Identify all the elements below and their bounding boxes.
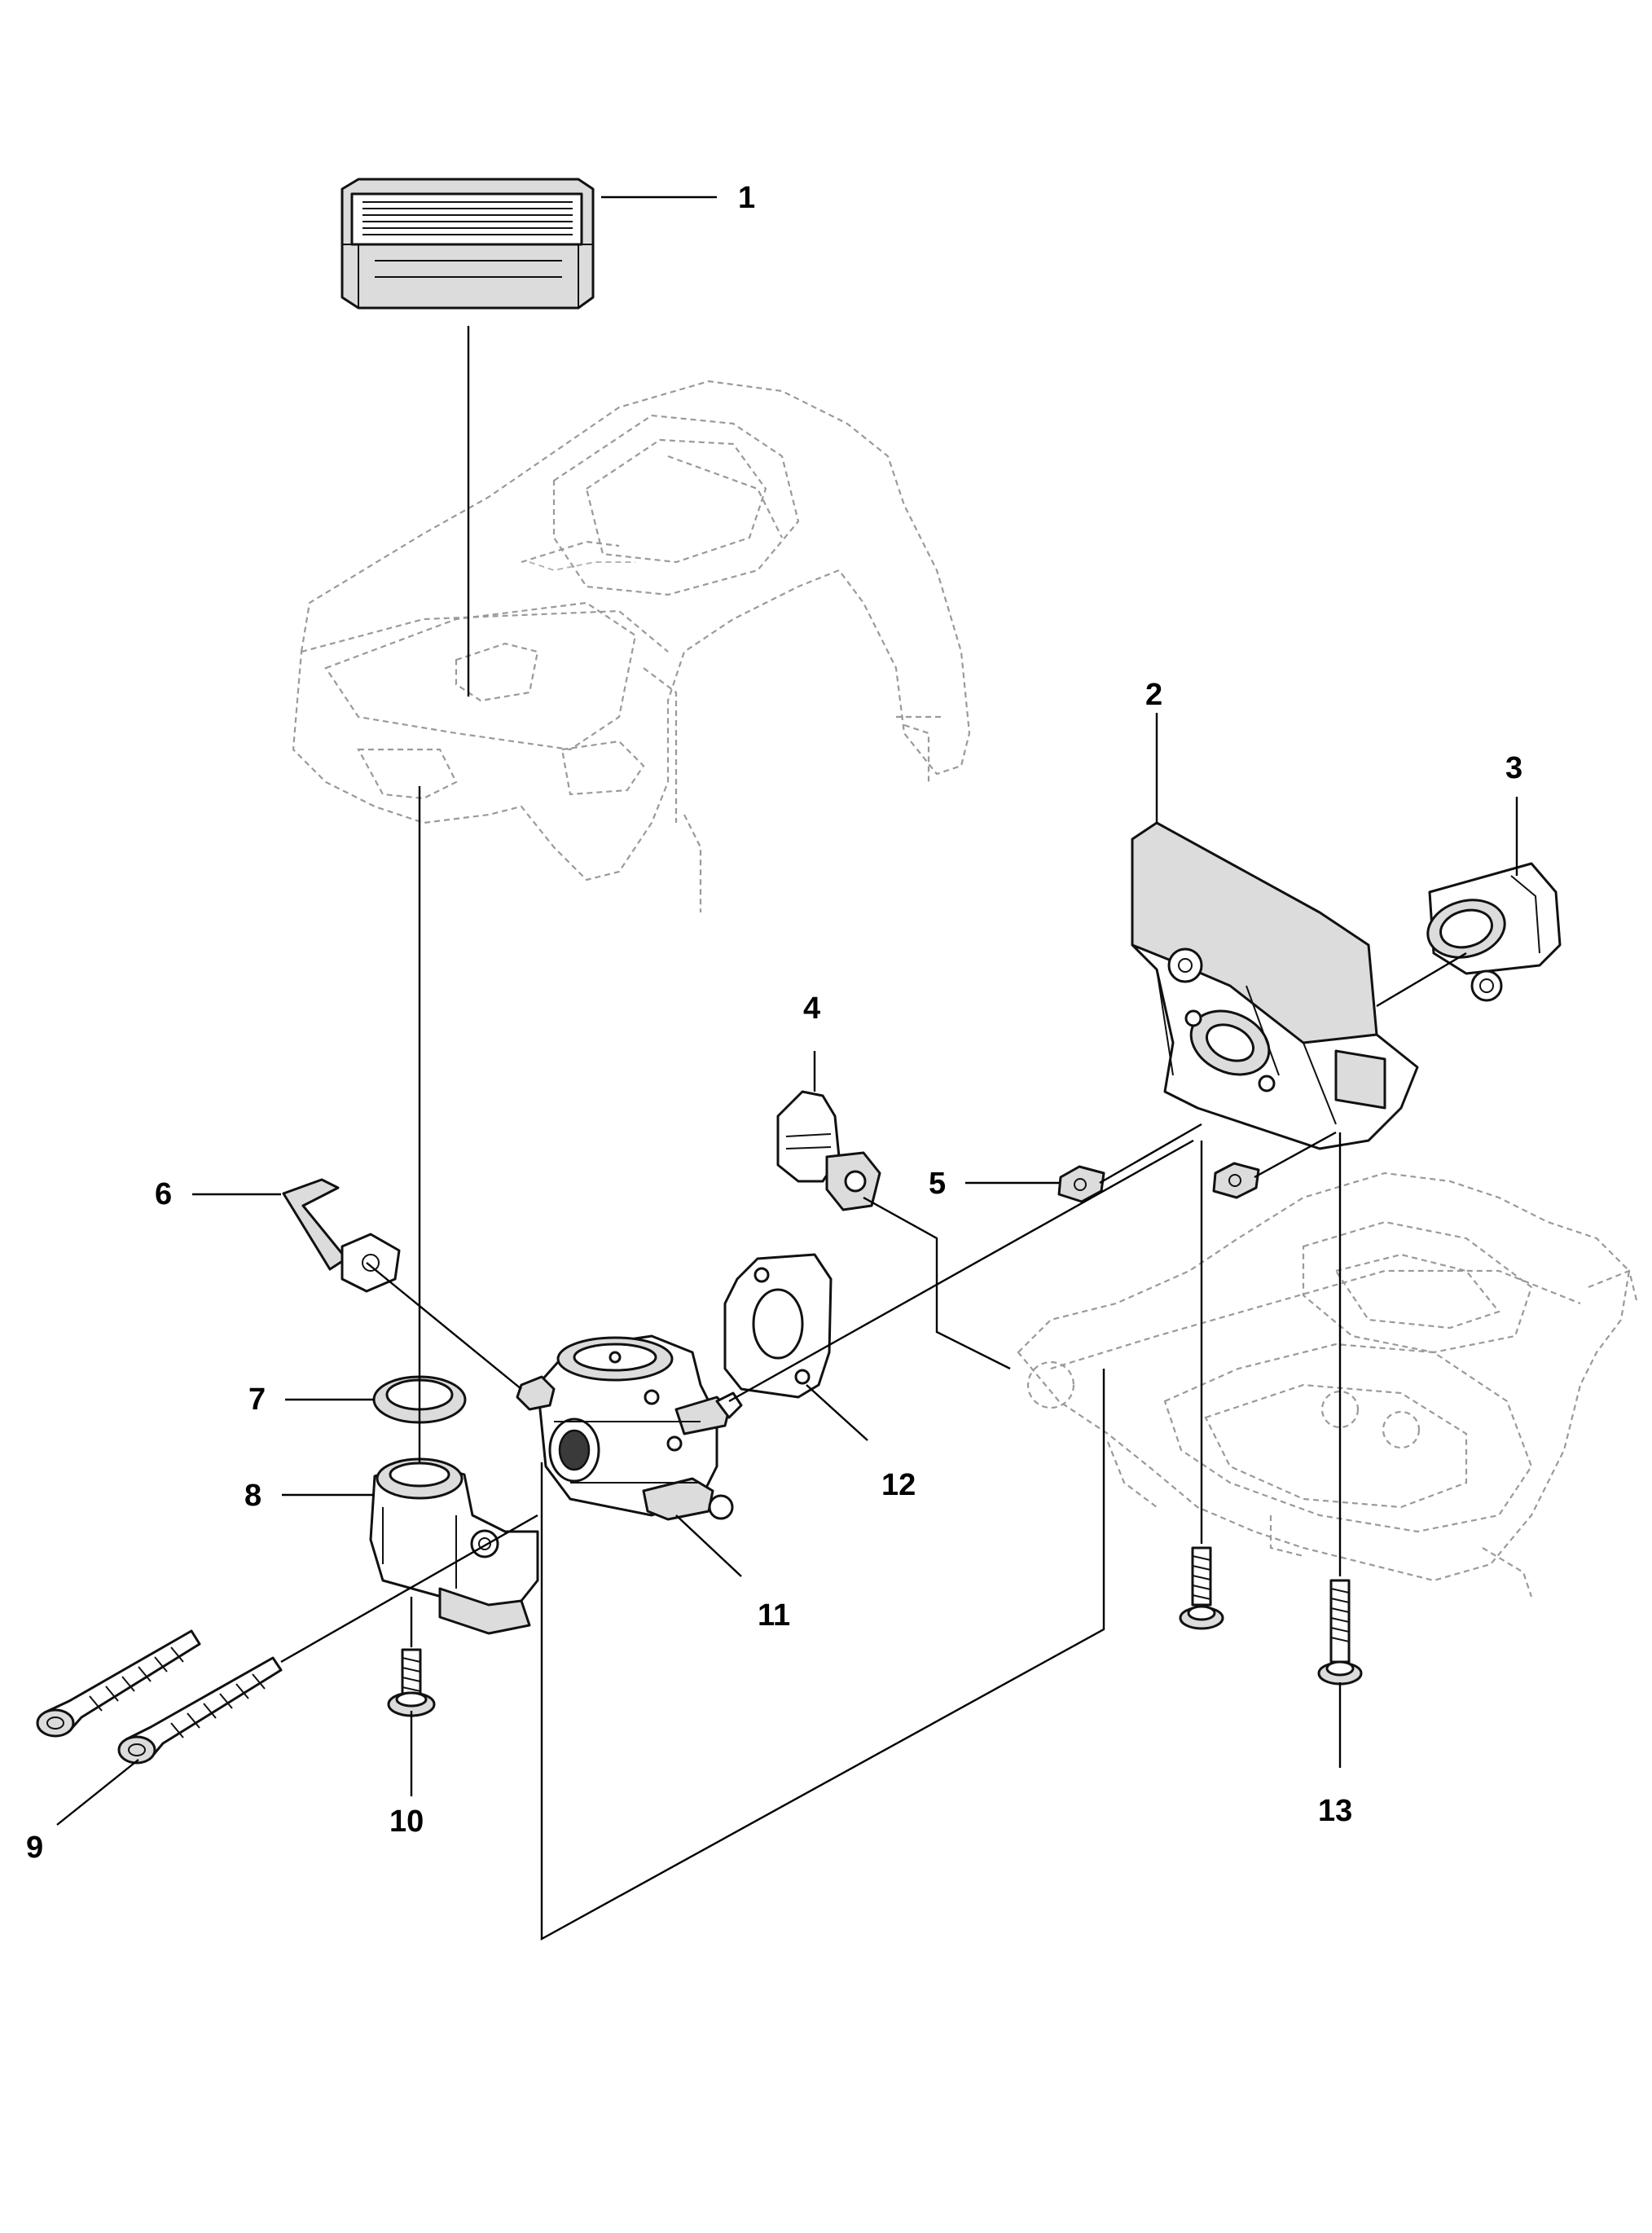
assembly-nut-a — [1099, 1123, 1202, 1185]
callout-5: 5 — [929, 1167, 946, 1201]
callout-9: 9 — [26, 1831, 43, 1865]
callout-numbers: 1 2 3 4 5 6 7 8 9 10 11 12 13 — [26, 181, 1522, 1865]
callout-6: 6 — [155, 1177, 172, 1211]
assembly-choke — [366, 1262, 522, 1390]
callout-11: 11 — [758, 1598, 790, 1633]
assembly-primer — [863, 1196, 1011, 1370]
leader-12 — [806, 1384, 868, 1441]
part-primer-bulb — [776, 1090, 881, 1211]
part-intake-housing — [1131, 821, 1419, 1150]
part-housing-bolt-left — [1179, 1546, 1224, 1630]
ghost-cylinder-cover — [292, 380, 971, 912]
part-long-bolt-a — [36, 1629, 201, 1738]
assembly-lines — [56, 196, 1518, 1941]
part-intake-boot — [1426, 862, 1562, 1002]
part-carb-gasket — [723, 1253, 833, 1399]
part-short-screw — [387, 1648, 436, 1717]
ghost-crankcase — [1017, 1171, 1639, 1598]
callout-8: 8 — [244, 1479, 261, 1513]
callout-7: 7 — [248, 1382, 266, 1417]
leader-3-axis — [1376, 952, 1467, 1008]
part-filter-adapter — [369, 1457, 539, 1635]
callout-1: 1 — [738, 181, 755, 215]
callout-4: 4 — [803, 991, 820, 1026]
callout-12: 12 — [881, 1468, 916, 1502]
air-filter-pleats — [362, 201, 573, 235]
part-square-nut-a — [1057, 1165, 1105, 1203]
assembly-bolt-axis — [280, 1514, 538, 1664]
leader-9 — [56, 1759, 139, 1826]
part-air-filter — [341, 178, 595, 310]
part-housing-bolt-right — [1317, 1579, 1363, 1686]
assembly-carb-to-housing — [728, 1139, 1194, 1403]
callout-10: 10 — [389, 1804, 424, 1839]
part-square-nut-b — [1212, 1162, 1260, 1199]
part-long-bolt-b — [117, 1656, 283, 1765]
assembly-nut-b — [1254, 1131, 1337, 1179]
callout-13: 13 — [1318, 1794, 1352, 1828]
callout-2: 2 — [1145, 678, 1162, 712]
assembly-bracket-frame — [540, 1369, 1105, 1941]
leader-11 — [675, 1514, 742, 1577]
part-carburetor — [516, 1334, 743, 1521]
callout-3: 3 — [1505, 751, 1522, 785]
